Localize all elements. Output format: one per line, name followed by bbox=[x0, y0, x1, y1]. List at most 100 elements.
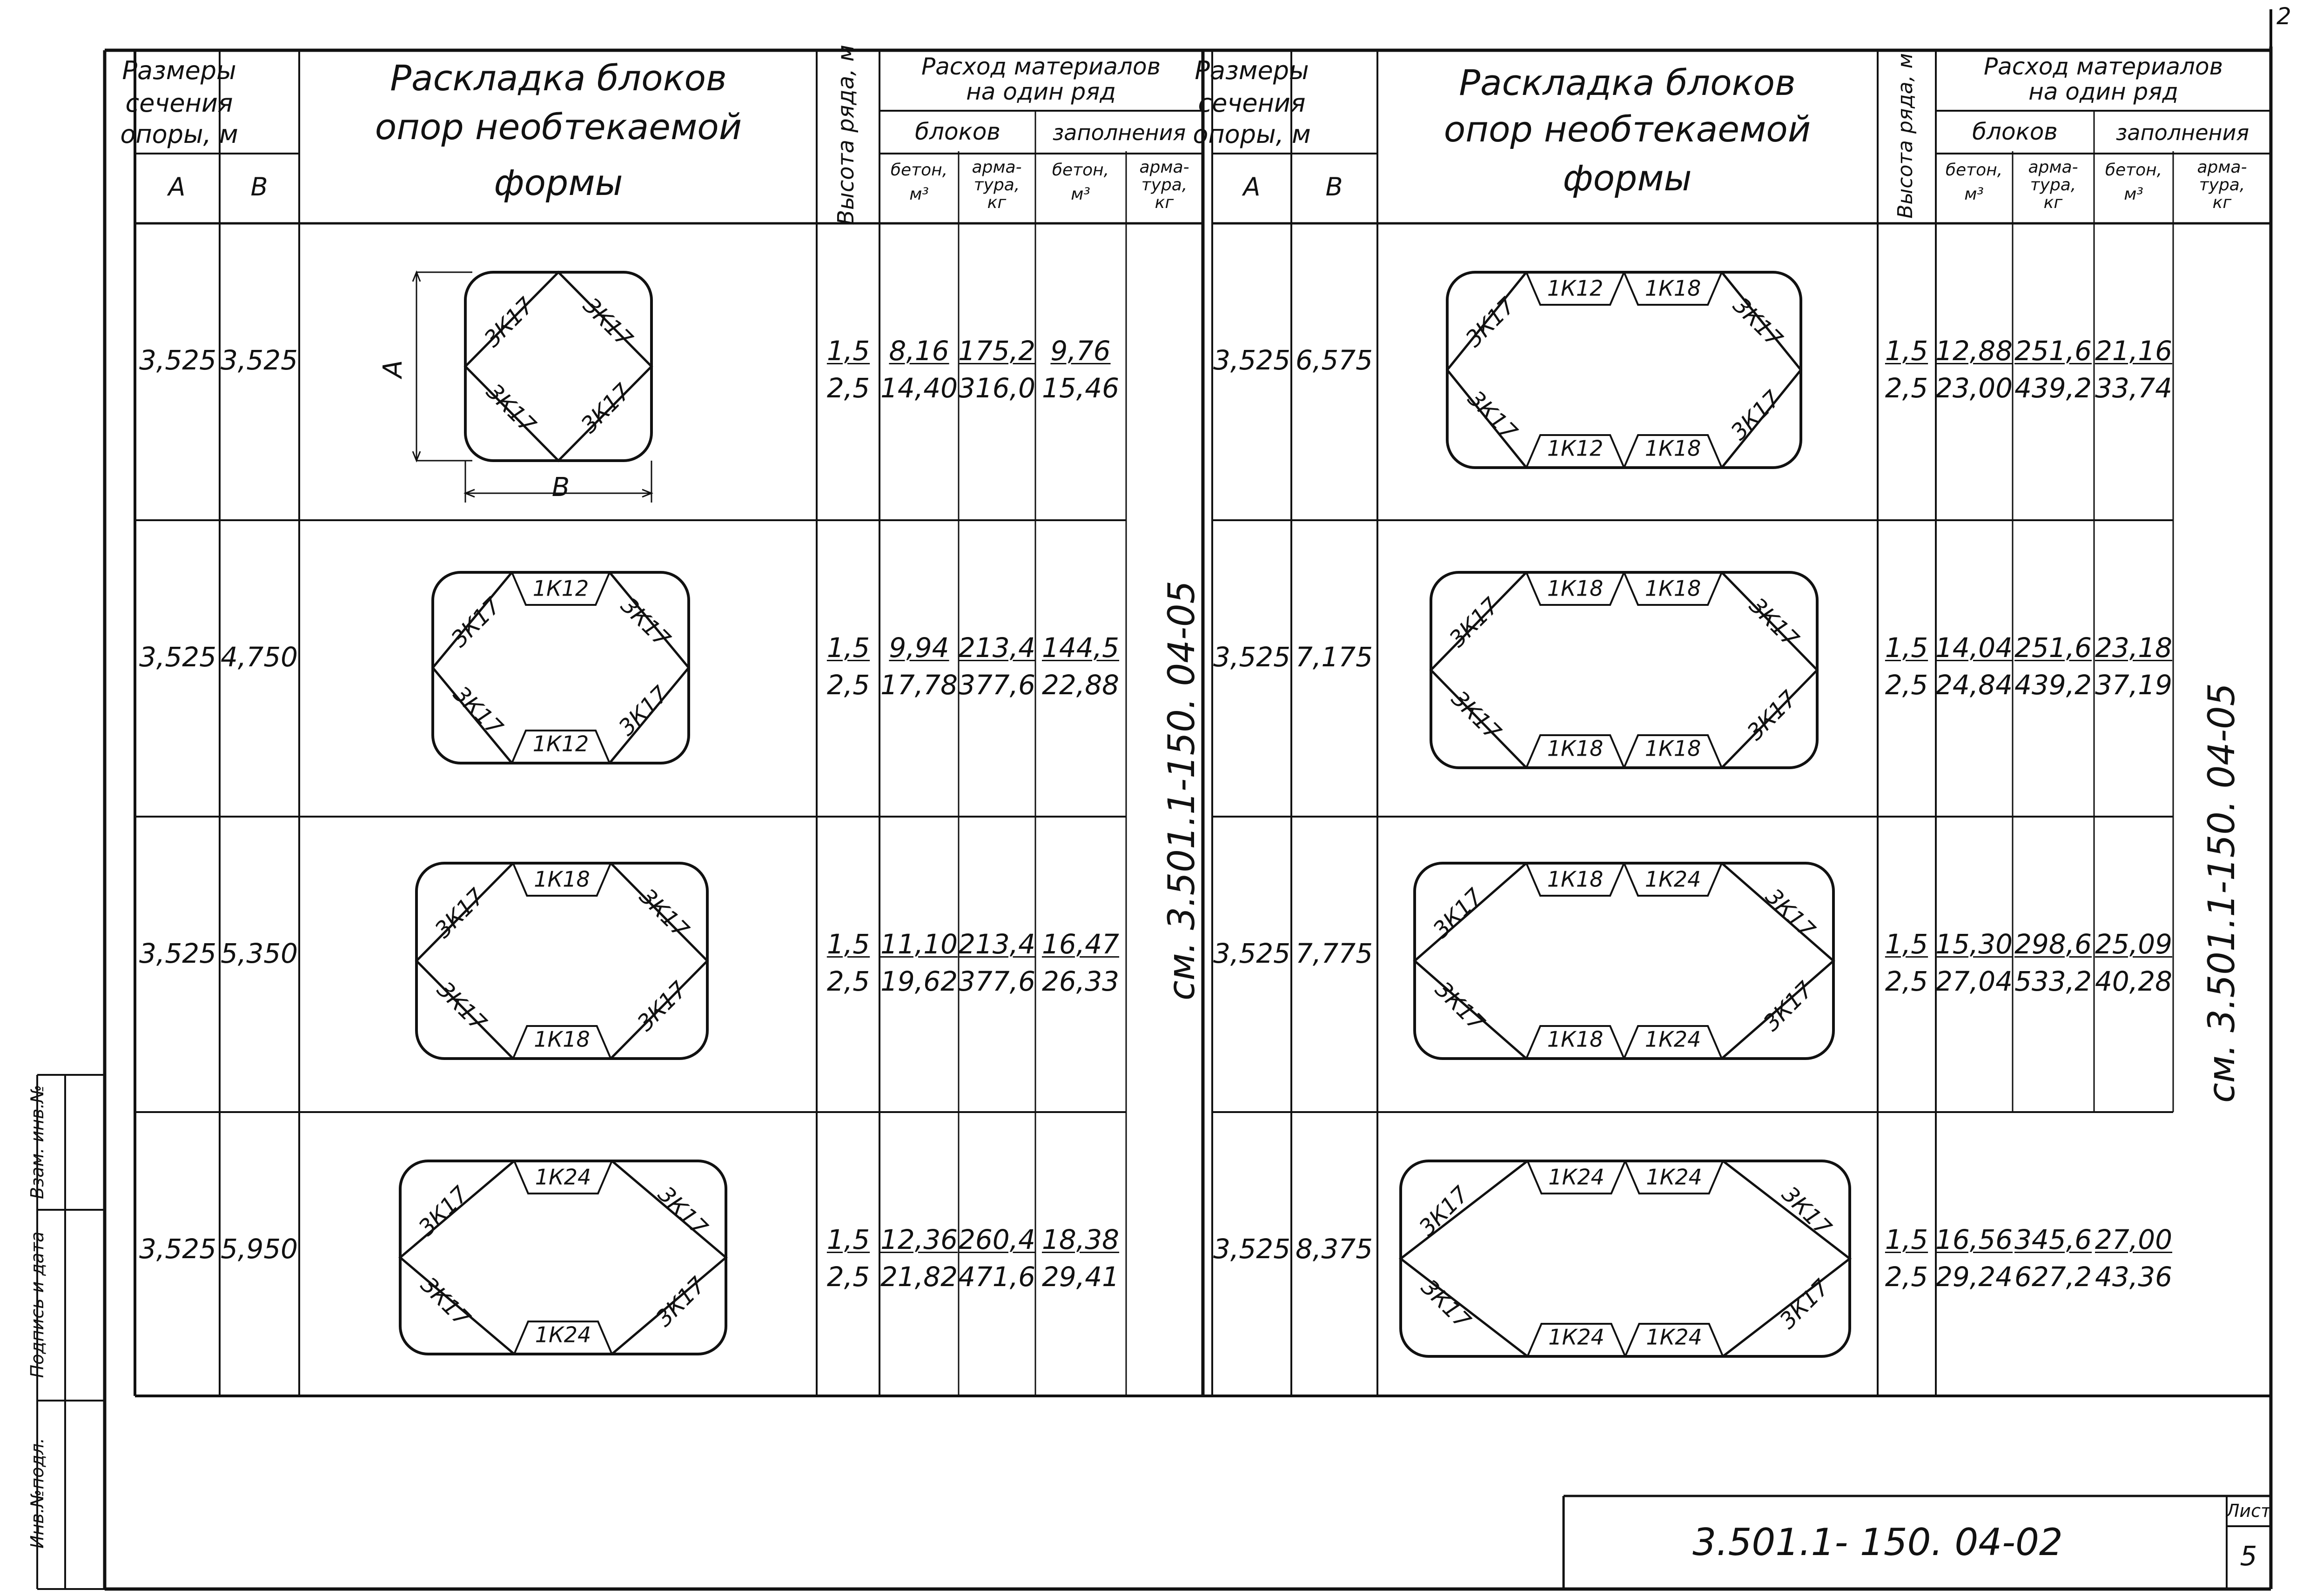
middle-block-top bbox=[1526, 1160, 1626, 1194]
col-a-header: А bbox=[1243, 172, 1261, 201]
left-row-fill-concrete-bottom: 15,46 bbox=[1041, 372, 1120, 404]
left-row-fill-concrete-bottom: 26,33 bbox=[1041, 966, 1120, 997]
corner-block-label-top-left: 3К17 bbox=[1444, 592, 1504, 652]
left-row-height-top: 1,5 bbox=[826, 632, 870, 664]
section-size-header-line3: опоры, м bbox=[1193, 120, 1311, 149]
corner-block-label-top-right: 3К17 bbox=[1777, 1181, 1837, 1241]
rebar-header-line2: тура, bbox=[974, 175, 1020, 194]
stamp-inventory-original: Инв.№подл. bbox=[27, 1438, 47, 1549]
left-row-height-bottom: 2,5 bbox=[826, 669, 870, 701]
left-row-fill-concrete-bottom: 29,41 bbox=[1041, 1261, 1120, 1293]
fill-rebar-header-line3: кг bbox=[2212, 193, 2232, 212]
right-row-height-bottom: 2,5 bbox=[1885, 669, 1928, 701]
middle-block-bottom bbox=[513, 1321, 613, 1355]
right-row-height-top: 1,5 bbox=[1885, 1224, 1928, 1255]
corner-block-label-top-left: 3К17 bbox=[414, 1181, 474, 1241]
middle-block-label-top: 1К18 bbox=[534, 867, 590, 892]
right-row-fill-concrete-bottom: 40,28 bbox=[2095, 966, 2173, 997]
middle-block-top bbox=[1623, 863, 1723, 897]
right-row-dim-a: 3,525 bbox=[1213, 938, 1291, 969]
middle-block-bottom bbox=[1623, 434, 1723, 468]
middle-block-bottom bbox=[1525, 434, 1625, 468]
right-row-block-concrete-bottom: 23,00 bbox=[1935, 372, 2013, 404]
right-row-block-concrete-top: 16,56 bbox=[1935, 1224, 2013, 1255]
layout-header-line2: опор необтекаемой bbox=[375, 106, 742, 148]
col-a-header: А bbox=[168, 172, 186, 201]
corner-block-label-top-left: 3К17 bbox=[1428, 883, 1488, 943]
row-height-header: Высота ряда, м bbox=[833, 45, 859, 225]
middle-block-label-top: 1К18 bbox=[1645, 276, 1701, 301]
left-row-dim-a: 3,525 bbox=[139, 641, 217, 673]
middle-block-label-bottom: 1К24 bbox=[1548, 1325, 1604, 1350]
left-row-dim-b: 3,525 bbox=[220, 344, 298, 376]
middle-block-top bbox=[1623, 572, 1723, 606]
right-row-fill-concrete-top: 23,18 bbox=[2095, 632, 2173, 664]
concrete-header-line2: м³ bbox=[1964, 185, 1984, 204]
middle-block-label-bottom: 1К18 bbox=[1645, 736, 1701, 761]
left-row-dim-a: 3,525 bbox=[139, 344, 217, 376]
right-row-dim-b: 6,575 bbox=[1295, 344, 1373, 376]
right-row-block-concrete-top: 14,04 bbox=[1935, 632, 2013, 664]
fill-rebar-header-line3: кг bbox=[1155, 193, 1174, 212]
col-b-header: В bbox=[250, 172, 268, 201]
pier-outline bbox=[464, 271, 653, 462]
rebar-header-line3: кг bbox=[2043, 193, 2063, 212]
blocks-header: блоков bbox=[915, 118, 1000, 145]
consumption-header-line2: на один ряд bbox=[2028, 78, 2178, 105]
section-size-header-line2: сечения bbox=[1198, 88, 1306, 118]
middle-block-label-top: 1К24 bbox=[1646, 1165, 1702, 1190]
left-row-block-rebar-bottom: 377,6 bbox=[958, 966, 1036, 997]
left-row-dim-a: 3,525 bbox=[139, 938, 217, 969]
corner-block-label-bottom-right: 3К17 bbox=[651, 1272, 711, 1332]
right-row-block-rebar-top: 251,6 bbox=[2014, 335, 2092, 367]
right-row-block-concrete-bottom: 24,84 bbox=[1935, 669, 2013, 701]
left-row-block-rebar-bottom: 471,6 bbox=[958, 1261, 1036, 1293]
corner-block-label-top-right: 3К17 bbox=[653, 1181, 713, 1241]
middle-block-label-bottom: 1К18 bbox=[1547, 1027, 1603, 1052]
left-row-block-rebar-top: 213,4 bbox=[958, 928, 1036, 960]
corner-block-label-top-left: 3К17 bbox=[1414, 1181, 1474, 1241]
sheet-number: 5 bbox=[2240, 1540, 2257, 1572]
right-row-block-concrete-top: 12,88 bbox=[1935, 335, 2013, 367]
sheet-label: Лист bbox=[2226, 1501, 2271, 1521]
left-row-height-top: 1,5 bbox=[826, 1224, 870, 1255]
left-row-fill-concrete-top: 9,76 bbox=[1050, 335, 1111, 367]
col-b-header: В bbox=[1325, 172, 1343, 201]
fill-concrete-header-line2: м³ bbox=[2124, 185, 2143, 204]
middle-block-label-top: 1К18 bbox=[1547, 576, 1603, 601]
right-row-height-bottom: 2,5 bbox=[1885, 372, 1928, 404]
middle-block-bottom bbox=[512, 1025, 612, 1059]
stamp-replacement-inventory: Взам. инв.№ bbox=[27, 1085, 47, 1199]
right-row-dim-a: 3,525 bbox=[1213, 1233, 1291, 1265]
middle-block-top bbox=[513, 1160, 613, 1194]
left-row-block-concrete-bottom: 19,62 bbox=[880, 966, 958, 997]
dimension-a-label: А bbox=[378, 360, 408, 378]
right-row-block-rebar-bottom: 627,2 bbox=[2014, 1261, 2092, 1293]
middle-block-top bbox=[1525, 863, 1625, 897]
middle-block-label-top: 1К18 bbox=[1645, 576, 1701, 601]
right-row-height-bottom: 2,5 bbox=[1885, 966, 1928, 997]
consumption-header-line1: Расход материалов bbox=[1983, 53, 2223, 80]
pier-opening bbox=[463, 270, 653, 463]
middle-block-top bbox=[512, 863, 612, 897]
middle-block-top bbox=[1624, 1160, 1724, 1194]
corner-block-label-bottom-left: 3К17 bbox=[416, 1272, 476, 1332]
left-row-block-concrete-bottom: 14,40 bbox=[880, 372, 958, 404]
left-row-block-rebar-bottom: 377,6 bbox=[958, 669, 1036, 701]
corner-block-label-top-right: 3К17 bbox=[634, 884, 694, 944]
right-row-dim-b: 7,775 bbox=[1295, 938, 1373, 969]
consumption-header-line2: на один ряд bbox=[966, 78, 1116, 105]
right-row-block-concrete-top: 15,30 bbox=[1935, 928, 2013, 960]
corner-block-label-top-left: 3К17 bbox=[446, 592, 506, 652]
middle-block-bottom bbox=[1525, 1025, 1625, 1059]
corner-block-label-top-right: 3К17 bbox=[1744, 593, 1804, 653]
left-row-height-bottom: 2,5 bbox=[826, 966, 870, 997]
middle-block-bottom bbox=[511, 730, 611, 764]
left-row-block-concrete-top: 9,94 bbox=[889, 632, 949, 664]
right-row-fill-concrete-bottom: 37,19 bbox=[2095, 669, 2173, 701]
middle-block-label-bottom: 1К24 bbox=[535, 1322, 591, 1348]
row-height-header: Высота ряда, м bbox=[1893, 53, 1917, 219]
middle-block-label-bottom: 1К12 bbox=[1547, 436, 1603, 461]
